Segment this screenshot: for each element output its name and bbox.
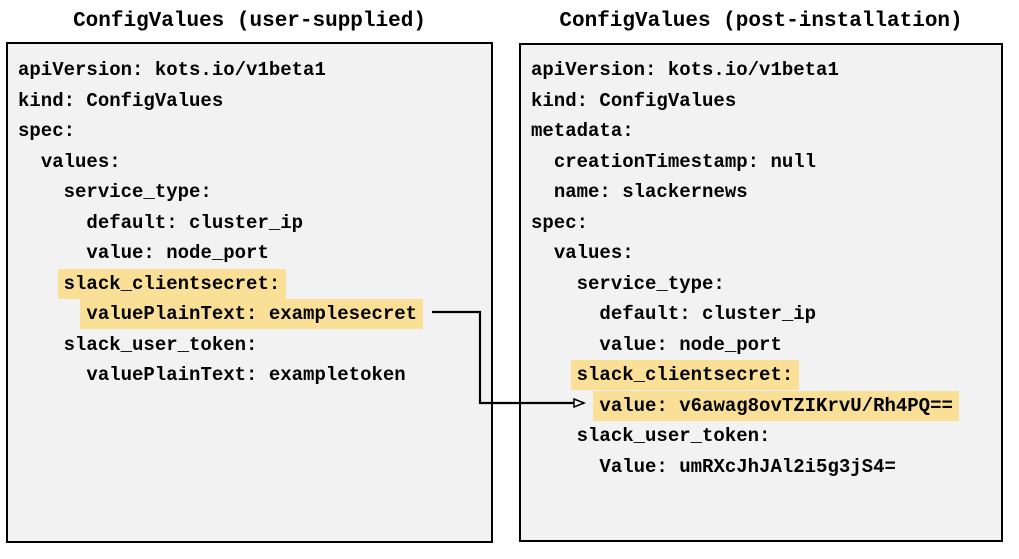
right-config-panel: apiVersion: kots.io/v1beta1 kind: Config… <box>519 43 1003 542</box>
code-line: spec: <box>18 116 491 147</box>
code-text: values: <box>553 242 634 264</box>
code-indent <box>18 181 64 203</box>
code-text: slack_clientsecret: <box>570 360 800 390</box>
code-line: metadata: <box>531 116 1001 147</box>
code-line: default: cluster_ip <box>18 208 491 239</box>
code-indent <box>531 425 577 447</box>
code-text: Value: umRXcJhJAl2i5g3jS4= <box>599 455 896 478</box>
code-text: creationTimestamp: null <box>553 150 817 173</box>
code-text: service_type: <box>576 272 725 295</box>
code-text: valuePlainText: examplesecret <box>80 299 424 329</box>
code-indent <box>18 151 41 173</box>
left-config-panel: apiVersion: kots.io/v1beta1 kind: Config… <box>6 42 493 543</box>
code-text: slack_user_token: <box>576 425 771 447</box>
code-line: default: cluster_ip <box>531 299 1001 330</box>
code-line: slack_clientsecret: <box>18 268 491 300</box>
code-text: valuePlainText: exampletoken <box>86 364 406 386</box>
code-text: value: node_port <box>86 242 269 264</box>
code-text: value: v6awag8ovTZIKrvU/Rh4PQ== <box>593 390 959 421</box>
code-line: value: node_port <box>531 330 1001 361</box>
code-indent <box>531 364 577 386</box>
code-indent <box>18 303 86 325</box>
code-text: default: cluster_ip <box>599 303 817 325</box>
code-indent <box>531 456 599 478</box>
code-line: values: <box>531 238 1001 269</box>
code-line: valuePlainText: examplesecret <box>18 299 491 330</box>
code-text: apiVersion: kots.io/v1beta1 <box>531 59 839 81</box>
code-text: service_type: <box>63 181 212 203</box>
code-text: metadata: <box>531 120 634 142</box>
code-indent <box>18 364 86 386</box>
code-indent <box>531 334 599 356</box>
code-text: slack_clientsecret: <box>57 268 287 299</box>
code-line: apiVersion: kots.io/v1beta1 <box>531 55 1001 86</box>
code-line: service_type: <box>531 269 1001 300</box>
code-line: slack_user_token: <box>531 421 1001 452</box>
code-line: apiVersion: kots.io/v1beta1 <box>18 55 491 86</box>
code-line: values: <box>18 147 491 178</box>
code-text: name: slackernews <box>553 181 748 203</box>
code-line: service_type: <box>18 177 491 208</box>
code-indent <box>18 242 86 264</box>
code-indent <box>531 242 554 264</box>
code-text: kind: ConfigValues <box>18 89 224 112</box>
code-line: kind: ConfigValues <box>18 86 491 117</box>
code-line: name: slackernews <box>531 177 1001 208</box>
code-text: slack_user_token: <box>63 333 258 356</box>
code-text: spec: <box>531 211 589 234</box>
code-line: slack_user_token: <box>18 330 491 361</box>
code-line: value: node_port <box>18 238 491 269</box>
code-indent <box>531 395 599 417</box>
code-indent <box>531 303 599 325</box>
code-line: creationTimestamp: null <box>531 147 1001 178</box>
code-text: apiVersion: kots.io/v1beta1 <box>18 59 326 81</box>
code-text: values: <box>40 150 121 173</box>
code-line: kind: ConfigValues <box>531 86 1001 117</box>
right-panel-title: ConfigValues (post-installation) <box>559 10 963 33</box>
code-indent <box>531 273 577 295</box>
left-panel-title: ConfigValues (user-supplied) <box>73 10 426 33</box>
code-indent <box>531 151 554 173</box>
code-text: value: node_port <box>599 333 782 356</box>
code-line: value: v6awag8ovTZIKrvU/Rh4PQ== <box>531 390 1001 422</box>
code-line: slack_clientsecret: <box>531 360 1001 391</box>
code-text: default: cluster_ip <box>86 211 304 234</box>
code-text: spec: <box>18 120 76 142</box>
code-indent <box>18 334 64 356</box>
code-line: spec: <box>531 208 1001 239</box>
code-indent <box>531 181 554 203</box>
code-indent <box>18 273 64 295</box>
code-line: valuePlainText: exampletoken <box>18 360 491 391</box>
code-line: Value: umRXcJhJAl2i5g3jS4= <box>531 452 1001 483</box>
code-indent <box>18 212 86 234</box>
code-text: kind: ConfigValues <box>531 89 737 112</box>
